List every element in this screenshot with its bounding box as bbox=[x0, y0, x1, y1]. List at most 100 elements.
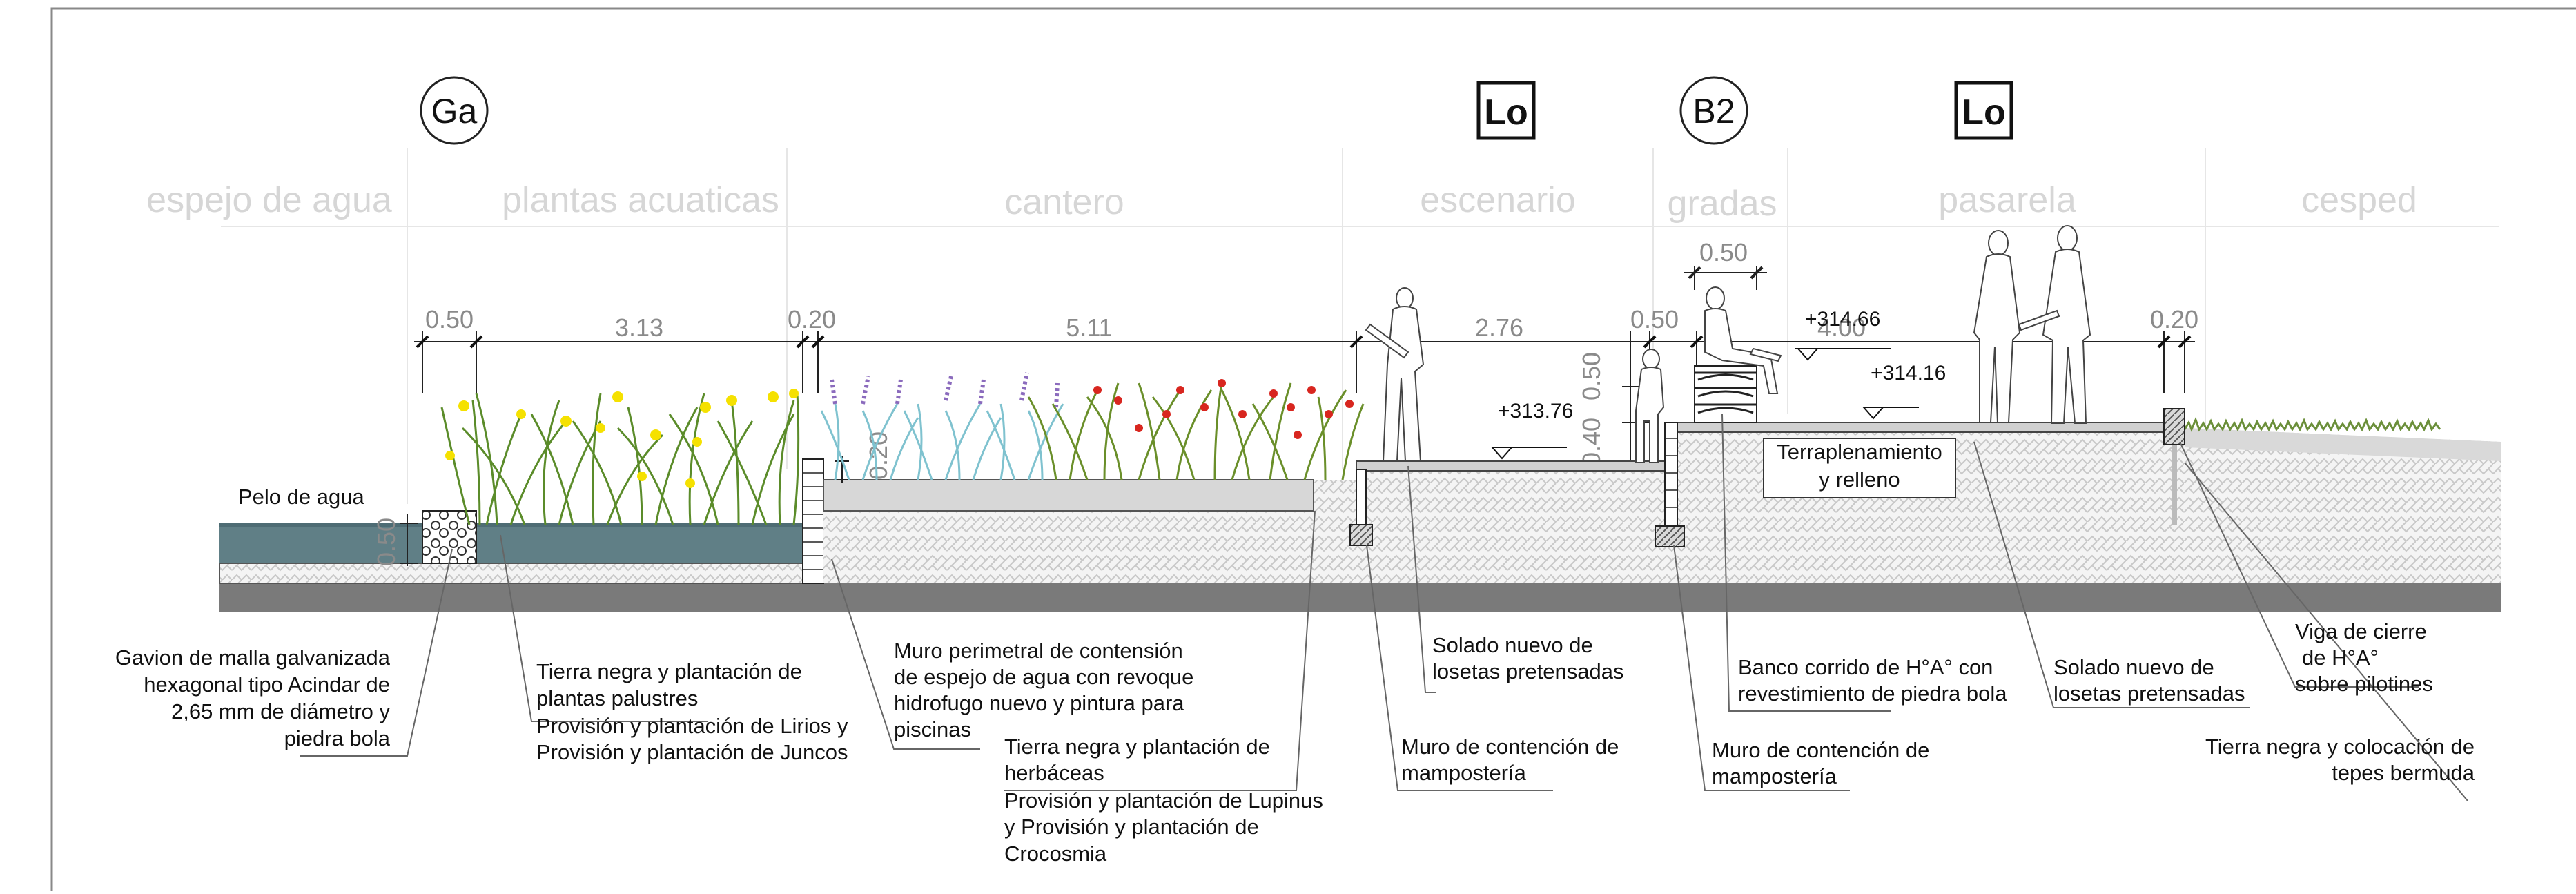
perimeter-wall bbox=[802, 458, 824, 584]
dim-020-a: 0.20 bbox=[788, 305, 836, 333]
muro-perimetral-line-2: de espejo de agua con revoque bbox=[894, 665, 1193, 689]
solado2-line-1: Solado nuevo de bbox=[2053, 655, 2214, 679]
muro-perimetral-line-3: hidrofugo nuevo y pintura para bbox=[894, 691, 1184, 715]
level-marker-1 bbox=[1490, 447, 1567, 460]
tag-ga: Ga bbox=[420, 76, 489, 145]
tepes-line-1: Tierra negra y colocación de bbox=[2205, 735, 2475, 759]
palustres-line-3: Provisión y plantación de Lirios y bbox=[536, 714, 848, 738]
escenario-fill bbox=[1356, 469, 1677, 583]
herbaceas-line-3: Provisión y plantación de Lupinus bbox=[1004, 788, 1323, 813]
viga-line-1: Viga de cierre bbox=[2295, 619, 2427, 643]
muro2-line-2: mampostería bbox=[1712, 764, 1837, 788]
dim-313: 3.13 bbox=[615, 313, 663, 342]
escenario-slab bbox=[1356, 460, 1671, 472]
herbaceas-line-2: herbáceas bbox=[1004, 761, 1104, 785]
dim-050-a: 0.50 bbox=[425, 305, 474, 333]
solado2-line-2: losetas pretensadas bbox=[2053, 681, 2245, 706]
ground-base bbox=[219, 583, 2501, 612]
person-guitarist bbox=[1365, 287, 1425, 462]
muro1-line-1: Muro de contención de bbox=[1401, 735, 1619, 759]
person-sitting-bench bbox=[1704, 286, 1782, 394]
tag-lo-2: Lo bbox=[1954, 81, 2013, 140]
cesped-fill bbox=[2185, 428, 2501, 583]
dim-water-height: 0.50 bbox=[372, 518, 400, 566]
zone-pasarela: pasarela bbox=[1938, 180, 2076, 220]
banco-line-2: revestimiento de piedra bola bbox=[1738, 681, 2007, 706]
dim-276: 2.76 bbox=[1475, 313, 1523, 342]
water-height-dim bbox=[400, 514, 418, 566]
bench-stone bbox=[1694, 365, 1757, 423]
zone-grid bbox=[221, 148, 2499, 504]
terraplen-line-1: Terraplenamiento bbox=[1777, 440, 1942, 464]
dim-511: 5.11 bbox=[1066, 313, 1112, 342]
zone-espejo-de-agua: espejo de agua bbox=[146, 180, 392, 220]
closing-beam bbox=[2163, 408, 2185, 445]
zone-escenario: escenario bbox=[1420, 180, 1575, 220]
zone-plantas-acuaticas: plantas acuaticas bbox=[502, 180, 779, 220]
dim-020-b: 0.20 bbox=[2150, 305, 2198, 333]
crocosmia-flowers bbox=[1093, 379, 1354, 439]
gradas-footing bbox=[1655, 525, 1685, 547]
tag-lo-1-label: Lo bbox=[1484, 93, 1528, 133]
muro-perimetral-line-1: Muro perimetral de contensión bbox=[894, 639, 1183, 663]
dim-400: 4.00 bbox=[1817, 313, 1866, 342]
palustres-line-4: Provisión y plantación de Juncos bbox=[536, 740, 848, 764]
viga-line-3: sobre pilotines bbox=[2295, 672, 2433, 696]
level-marker-3 bbox=[1862, 407, 1919, 420]
lupinus-flowers bbox=[830, 372, 1060, 408]
tag-lo-1: Lo bbox=[1476, 81, 1536, 140]
pelo-de-agua-label: Pelo de agua bbox=[238, 485, 364, 509]
level-marker-2 bbox=[1795, 348, 1891, 361]
gavion-line-1: Gavion de malla galvanizada bbox=[115, 645, 391, 670]
muro-perimetral-line-4: piscinas bbox=[894, 717, 971, 741]
escenario-wall bbox=[1356, 469, 1367, 525]
viga-line-2: de H°A° bbox=[2302, 645, 2379, 670]
drawing-frame bbox=[50, 7, 2576, 891]
solado1-line-2: losetas pretensadas bbox=[1432, 659, 1623, 683]
herbaceas-line-1: Tierra negra y plantación de bbox=[1004, 735, 1270, 759]
dim-050-b: 0.50 bbox=[1630, 305, 1679, 333]
person-sitting-child bbox=[1635, 349, 1665, 463]
muro2-line-1: Muro de contención de bbox=[1712, 738, 1929, 762]
dim-wall-height: 0.40 bbox=[1577, 418, 1606, 466]
level-314-16: +314.16 bbox=[1871, 362, 1946, 385]
crocosmia-plants bbox=[1027, 382, 1365, 480]
zone-gradas: gradas bbox=[1668, 184, 1777, 224]
herbaceas-line-4: y Provisión y plantación de bbox=[1004, 815, 1259, 839]
dim-bench-height: 0.50 bbox=[1577, 352, 1606, 400]
fill-label-box bbox=[1763, 438, 1956, 498]
bench-width-dim bbox=[1684, 266, 1767, 290]
pasarela-slab bbox=[1668, 422, 2175, 433]
gavion-line-4: piedra bola bbox=[284, 726, 391, 750]
tag-lo-2-label: Lo bbox=[1962, 93, 2006, 133]
tag-b2-label: B2 bbox=[1692, 92, 1735, 130]
aquatic-plants bbox=[440, 393, 800, 525]
tag-ga-label: Ga bbox=[431, 92, 478, 130]
zone-cesped: cesped bbox=[2301, 180, 2417, 220]
water-floor bbox=[219, 563, 803, 584]
escenario-footing bbox=[1349, 524, 1373, 546]
gavion-line-3: 2,65 mm de diámetro y bbox=[171, 699, 391, 723]
muro1-line-2: mampostería bbox=[1401, 761, 1527, 785]
zone-cantero: cantero bbox=[1004, 182, 1124, 222]
solado1-line-1: Solado nuevo de bbox=[1432, 633, 1593, 657]
water-body bbox=[219, 523, 803, 563]
tepes-line-2: tepes bermuda bbox=[2332, 761, 2475, 785]
terraplen-line-2: y relleno bbox=[1819, 467, 1900, 492]
tag-b2: B2 bbox=[1679, 76, 1748, 145]
gavion-line-2: hexagonal tipo Acindar de bbox=[144, 672, 390, 697]
level-313-76: +313.76 bbox=[1498, 400, 1573, 422]
aquatic-flowers bbox=[445, 389, 799, 488]
banco-line-1: Banco corrido de H°A° con bbox=[1738, 655, 1993, 679]
herbaceas-line-5: Crocosmia bbox=[1004, 842, 1107, 866]
dimension-ticks bbox=[416, 335, 2192, 349]
dim-bench-width: 0.50 bbox=[1699, 238, 1748, 266]
level-314-66: +314.66 bbox=[1805, 308, 1880, 331]
palustres-line-1: Tierra negra y plantación de bbox=[536, 659, 802, 683]
cantero-soil-layer bbox=[823, 479, 1314, 512]
cesped-soil bbox=[2185, 428, 2501, 461]
grass-line bbox=[2183, 416, 2441, 432]
leader-lines bbox=[300, 414, 2468, 801]
